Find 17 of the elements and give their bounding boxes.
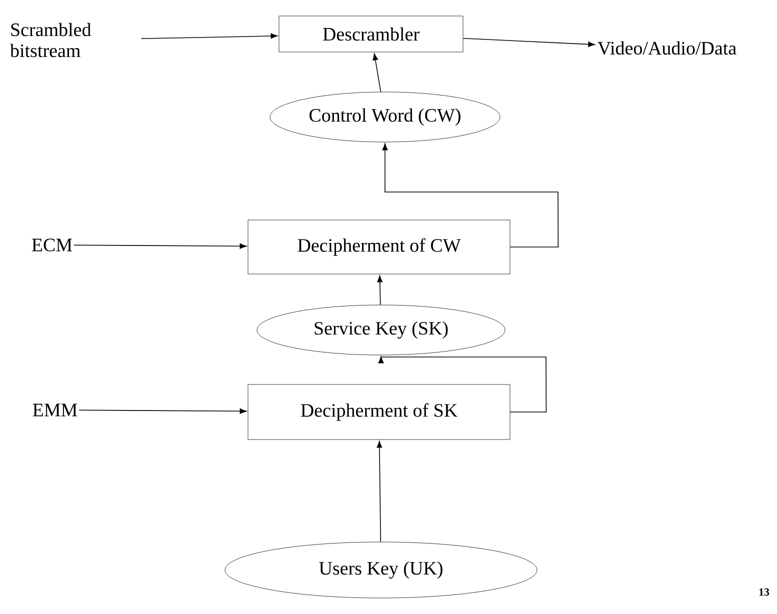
- arrow: [376, 440, 382, 542]
- arrow: [378, 356, 547, 412]
- arrow: [140, 33, 278, 40]
- arrow: [462, 38, 595, 47]
- arrow: [382, 143, 559, 248]
- page-number: 13: [759, 588, 770, 596]
- arrow: [73, 243, 247, 249]
- arrow: [78, 408, 247, 414]
- process-box: Decipherment of CW: [248, 220, 510, 274]
- process-box: Decipherment of SK: [248, 384, 510, 440]
- text-label: Scrambled bitstream: [10, 22, 92, 58]
- text-label: ECM: [32, 238, 72, 252]
- text-label: EMM: [32, 404, 78, 416]
- arrow: [372, 53, 382, 92]
- arrow: [377, 275, 383, 306]
- process-box: Descrambler: [278, 16, 464, 52]
- text-label: Video/Audio/Data: [598, 41, 736, 55]
